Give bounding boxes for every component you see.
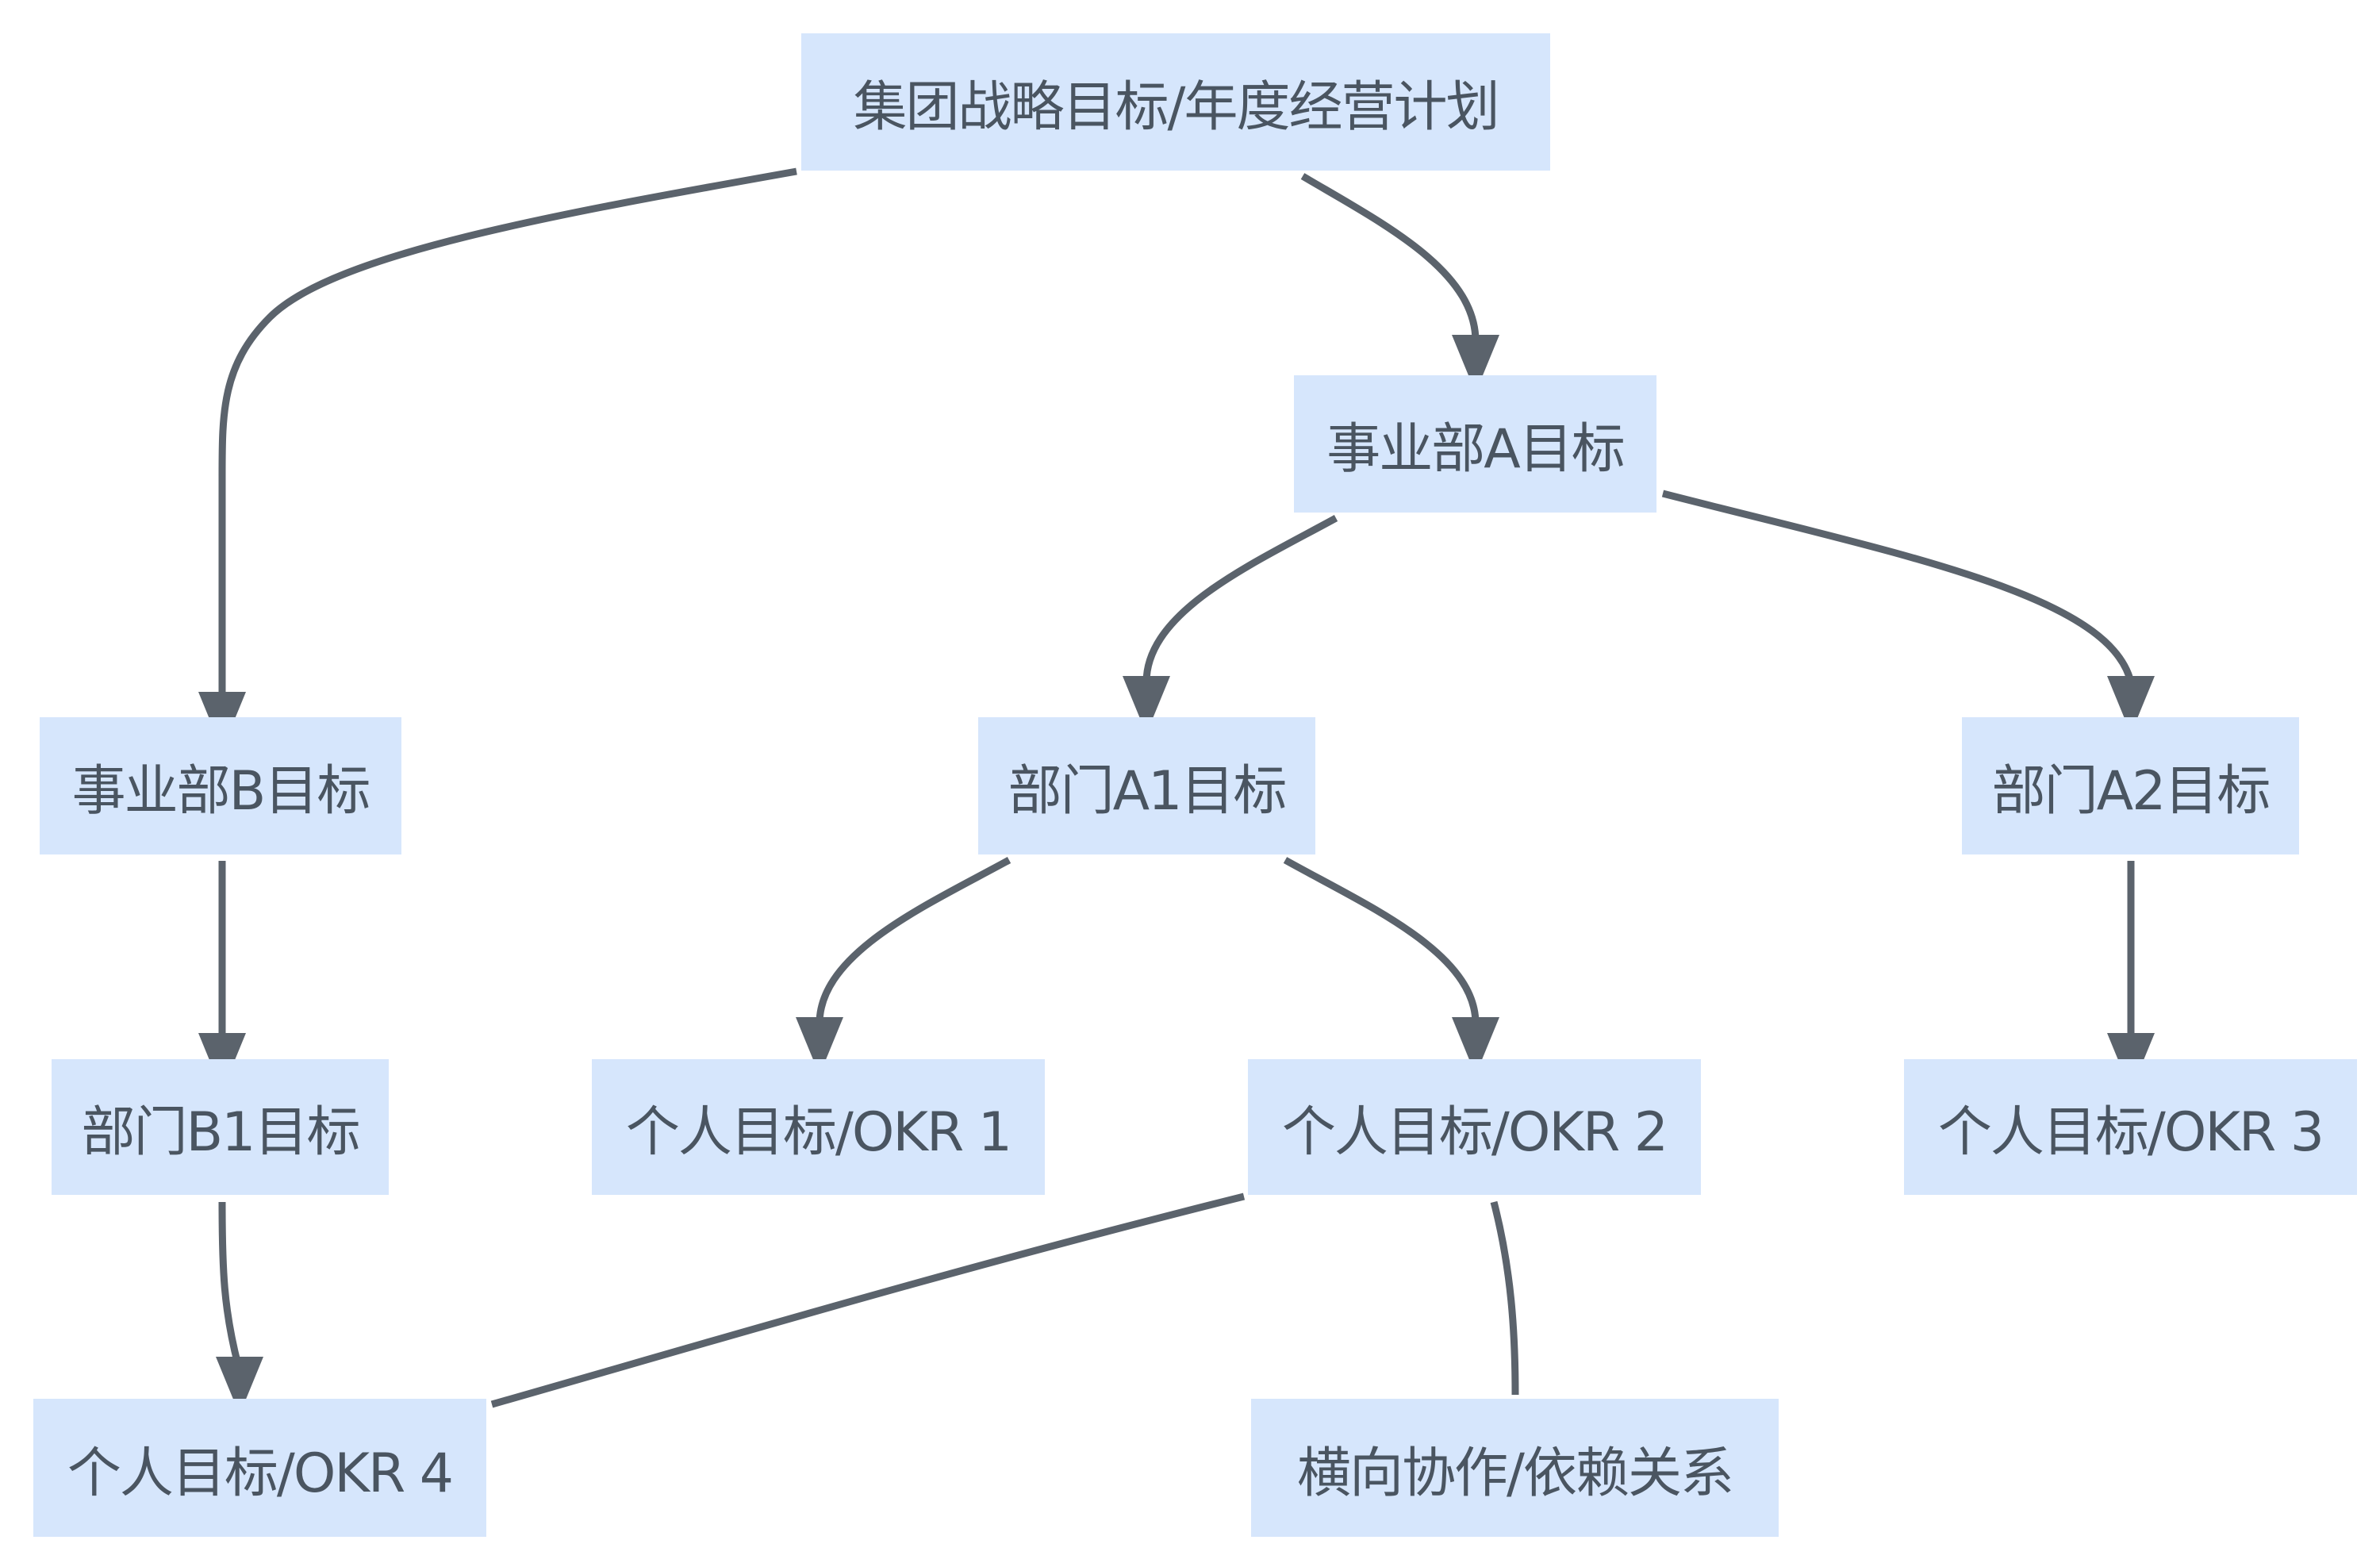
node-label: 个人目标/OKR 4 xyxy=(67,1442,454,1505)
node-okr-2[interactable]: 个人目标/OKR 2 xyxy=(1248,1059,1701,1195)
node-dept-b1[interactable]: 部门B1目标 xyxy=(52,1059,389,1195)
node-okr-1[interactable]: 个人目标/OKR 1 xyxy=(592,1059,1045,1195)
node-label: 个人目标/OKR 1 xyxy=(625,1101,1012,1164)
edge-dept_b1-to-okr4 xyxy=(218,1201,242,1366)
node-okr-4[interactable]: 个人目标/OKR 4 xyxy=(33,1399,486,1537)
edge-root-to-bu_a xyxy=(1300,173,1480,342)
node-label: 部门A2目标 xyxy=(1991,760,2271,823)
node-label: 部门A1目标 xyxy=(1008,760,1288,823)
arrowhead-icon xyxy=(1123,676,1170,734)
arrowhead-icon xyxy=(216,1357,263,1415)
node-label: 个人目标/OKR 3 xyxy=(1937,1101,2324,1164)
node-label: 事业部B目标 xyxy=(71,760,371,823)
node-label: 部门B1目标 xyxy=(81,1101,361,1164)
node-root[interactable]: 集团战略目标/年度经营计划 xyxy=(801,33,1550,171)
node-collaboration[interactable]: 横向协作/依赖关系 xyxy=(1251,1399,1779,1537)
edge-okr2-to-collab xyxy=(1490,1200,1519,1396)
edge-root-to-bu_b xyxy=(218,167,797,698)
node-dept-a2[interactable]: 部门A2目标 xyxy=(1962,717,2299,854)
edge-okr2-to-okr4 xyxy=(490,1192,1246,1408)
arrowhead-icon xyxy=(796,1017,843,1075)
arrowhead-icon xyxy=(1452,1017,1499,1075)
node-bu-b[interactable]: 事业部B目标 xyxy=(40,717,401,854)
edge-bu_a-to-dept_a1 xyxy=(1142,515,1338,683)
edge-dept_a1-to-okr1 xyxy=(816,857,1012,1024)
edge-dept_a1-to-okr2 xyxy=(1283,857,1480,1024)
edge-bu_a-to-dept_a2 xyxy=(1661,490,2135,684)
node-label: 个人目标/OKR 2 xyxy=(1281,1101,1668,1164)
node-label: 事业部A目标 xyxy=(1326,418,1626,481)
node-dept-a1[interactable]: 部门A1目标 xyxy=(978,717,1315,854)
node-label: 横向协作/依赖关系 xyxy=(1297,1442,1734,1505)
node-bu-a[interactable]: 事业部A目标 xyxy=(1294,375,1656,513)
node-okr-3[interactable]: 个人目标/OKR 3 xyxy=(1904,1059,2357,1195)
node-label: 集团战略目标/年度经营计划 xyxy=(853,76,1500,139)
arrowhead-icon xyxy=(2107,676,2155,734)
arrowhead-icon xyxy=(1452,335,1499,393)
